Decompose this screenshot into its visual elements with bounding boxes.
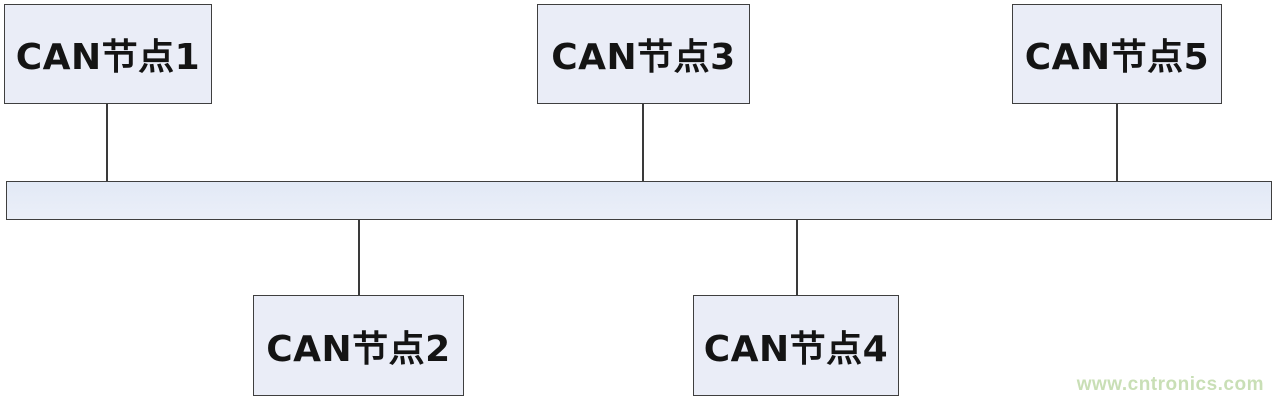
connector-bus-to-node-2 (358, 220, 360, 295)
can-node-2-label: CAN节点2 (266, 328, 451, 370)
can-node-3-label: CAN节点3 (551, 37, 736, 78)
connector-bus-to-node-4 (796, 220, 798, 295)
can-node-5-label: CAN节点5 (1024, 37, 1210, 78)
connector-node-5-to-bus (1116, 104, 1118, 181)
can-node-4-box: CAN节点4 (693, 295, 899, 396)
can-node-3-box: CAN节点3 (537, 4, 750, 104)
can-node-2-box: CAN节点2 (253, 295, 464, 396)
can-node-5-box: CAN节点5 (1012, 4, 1222, 104)
connector-node-3-to-bus (642, 104, 644, 181)
can-bus-bar (6, 181, 1272, 220)
watermark-text: www.cntronics.com (1076, 374, 1264, 395)
can-node-1-label: CAN节点1 (15, 37, 201, 78)
can-node-4-label: CAN节点4 (703, 328, 889, 370)
connector-node-1-to-bus (106, 104, 108, 181)
can-node-1-box: CAN节点1 (4, 4, 212, 104)
